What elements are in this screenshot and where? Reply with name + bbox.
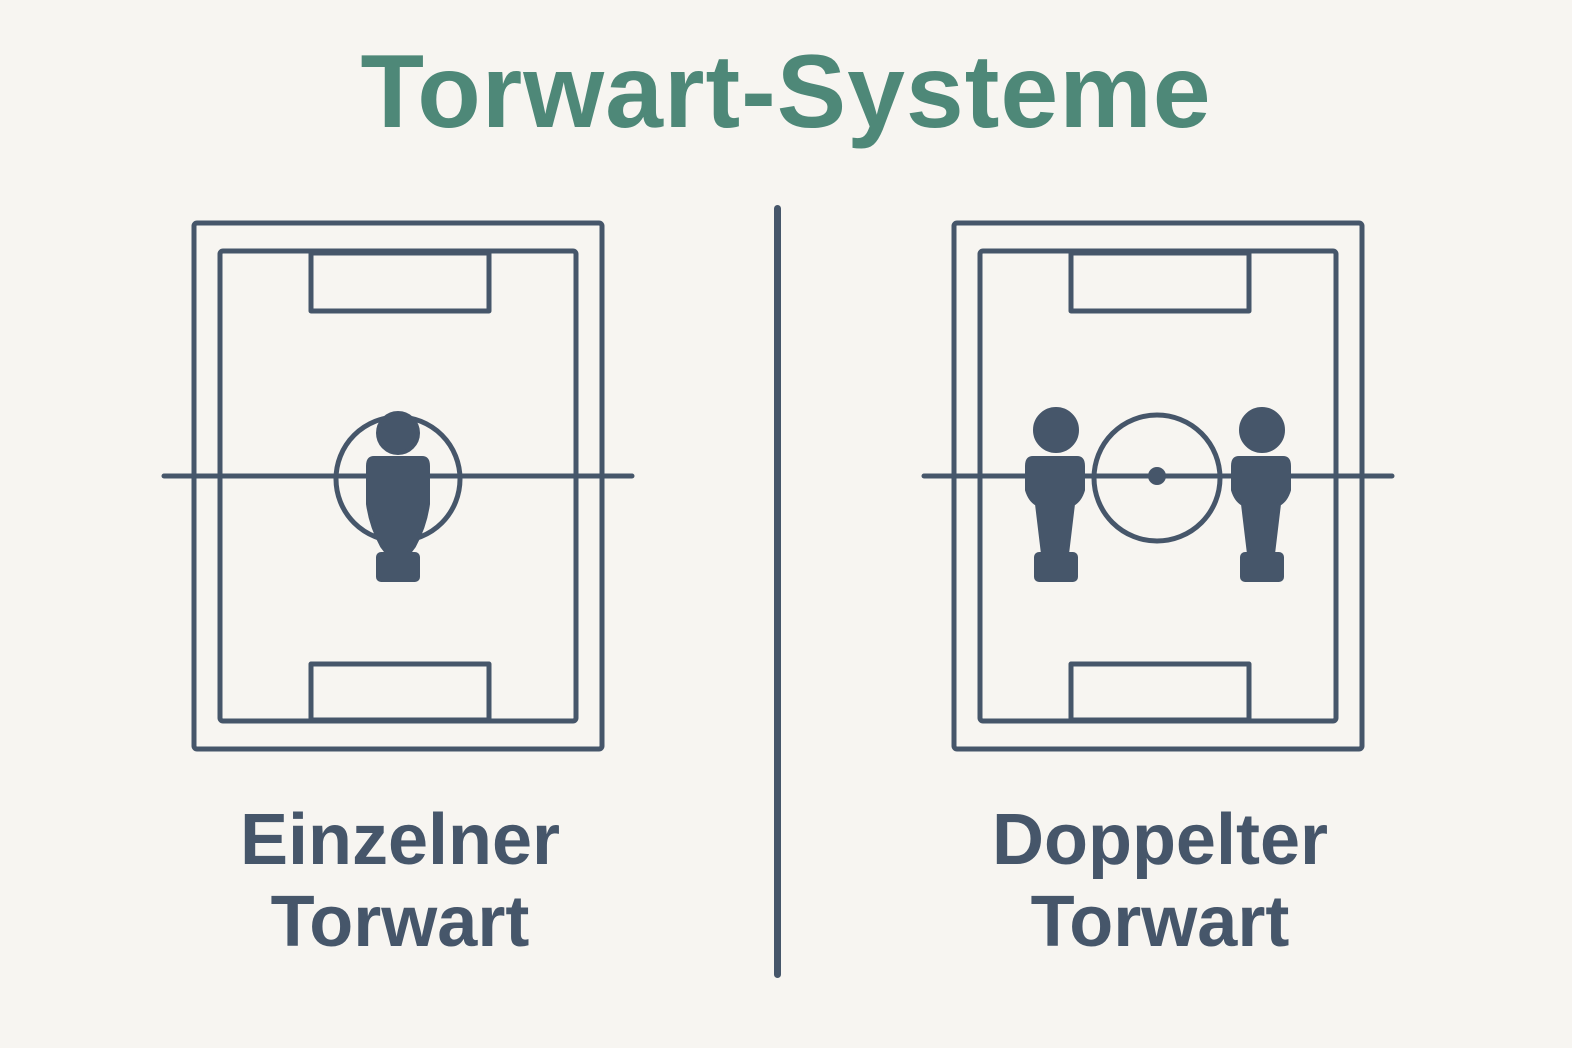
page-title: Torwart-Systeme: [360, 34, 1212, 150]
goalkeeper-figure-icon: [366, 411, 430, 582]
top-goal-area: [1068, 250, 1252, 314]
caption-double-goalkeeper: Doppelter Torwart: [880, 799, 1440, 963]
caption-line-2: Torwart: [1030, 882, 1290, 962]
panel-single-goalkeeper: Einzelner Torwart: [120, 214, 680, 962]
single-goalkeeper-diagram: [161, 220, 635, 752]
caption-single-goalkeeper: Einzelner Torwart: [120, 799, 680, 963]
caption-line-1: Doppelter: [991, 800, 1329, 880]
bottom-goal-area: [1068, 661, 1252, 723]
caption-line-2: Torwart: [270, 882, 530, 962]
goalkeeper-figure-icon: [1231, 407, 1291, 582]
goalkeeper-figure-icon: [1025, 407, 1085, 582]
caption-line-1: Einzelner: [239, 800, 561, 880]
top-goal-area: [308, 250, 492, 314]
field-outer-border: [951, 220, 1365, 752]
double-goalkeeper-diagram: [921, 220, 1395, 752]
divider-line: [774, 205, 781, 978]
center-spot: [1148, 467, 1166, 485]
field-outer-border: [191, 220, 605, 752]
bottom-goal-area: [308, 661, 492, 723]
panel-double-goalkeeper: Doppelter Torwart: [880, 214, 1440, 962]
